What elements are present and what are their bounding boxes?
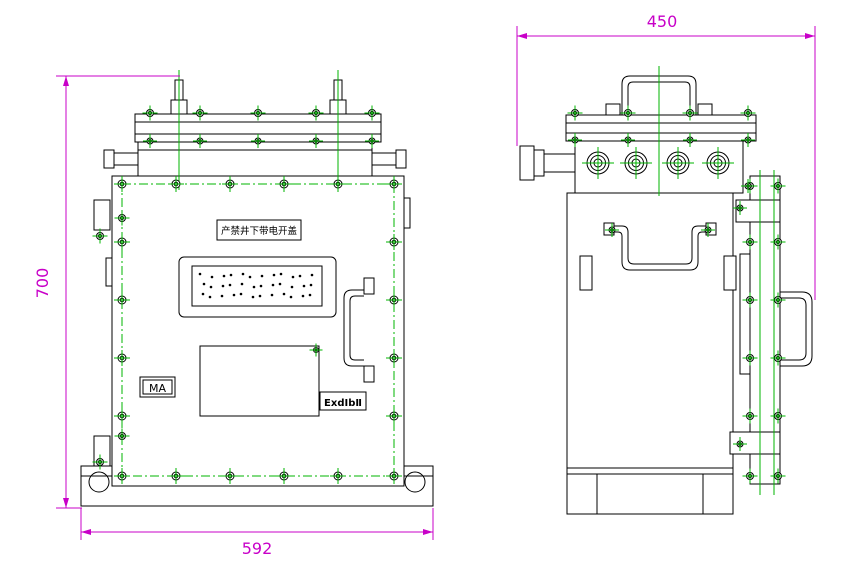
side-body (566, 192, 734, 469)
side-base (566, 467, 734, 515)
nameplate (216, 219, 302, 241)
dimension-width-top: 450 (647, 12, 678, 31)
base-hole-left (88, 471, 110, 493)
side-cable-cover (565, 114, 757, 142)
window-glass (191, 265, 323, 307)
gland-right (395, 149, 407, 169)
front-view: 产禁井下带电开盖 MA ExdⅠbⅡ (80, 70, 434, 507)
dimension-lines: 450 700 592 (33, 12, 816, 558)
side-view (519, 66, 813, 515)
front-bolts (92, 105, 402, 484)
ma-mark (139, 376, 176, 398)
base-hole-right (404, 471, 426, 493)
side-gland-left (519, 145, 535, 181)
ma-mark-text: MA (149, 382, 166, 395)
nameplate-text: 产禁井下带电开盖 (221, 225, 298, 237)
cable-box (137, 149, 373, 177)
door-handle-side (780, 291, 813, 367)
side-handle (612, 225, 708, 265)
dimension-height: 700 (33, 268, 52, 299)
ex-mark (319, 391, 367, 411)
side-lock-lower (93, 435, 111, 467)
ex-mark-text: ExdⅠbⅡ (324, 398, 362, 409)
bolt-centerline (121, 183, 395, 477)
cable-entries (582, 147, 734, 179)
side-lock-upper (93, 199, 111, 231)
door-handle (343, 289, 364, 367)
side-bolts (567, 105, 786, 484)
dimension-width-bottom: 592 (242, 539, 273, 558)
window-indicator-dots (198, 272, 314, 299)
control-panel (199, 345, 320, 417)
gland-left (103, 149, 115, 169)
